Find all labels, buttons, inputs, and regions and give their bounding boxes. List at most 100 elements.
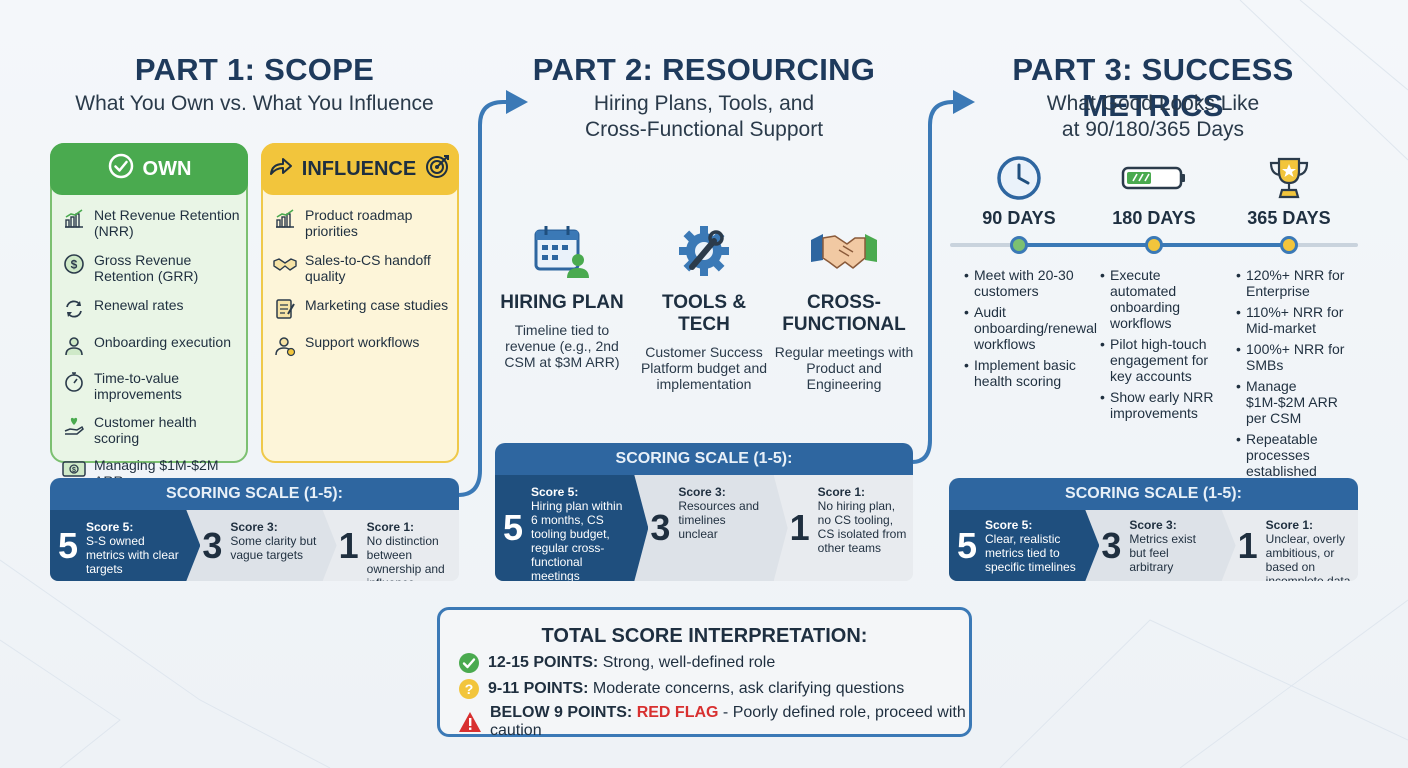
score-text: Resources and timelines unclear bbox=[678, 499, 760, 541]
svg-text:$: $ bbox=[71, 258, 78, 272]
score-number: 3 bbox=[1101, 524, 1122, 566]
resourcing-column-description: Customer Success Platform budget and imp… bbox=[640, 344, 768, 392]
handshake-icon bbox=[273, 252, 297, 276]
score-number: 3 bbox=[650, 507, 671, 548]
score-text: Metrics exist but feel arbitrary bbox=[1129, 532, 1197, 574]
total-title: TOTAL SCORE INTERPRETATION: bbox=[541, 625, 868, 647]
own-list: Net Revenue Retention (NRR)$Gross Revenu… bbox=[62, 207, 242, 489]
score-label: Score 1: bbox=[366, 520, 415, 534]
score-text: Hiring plan within 6 months, CS tooling … bbox=[531, 499, 623, 581]
part3-title: PART 3: SUCCESS METRICS bbox=[1012, 52, 1294, 123]
score-label: Score 1: bbox=[817, 485, 866, 499]
influence-heading: INFLUENCE bbox=[301, 157, 417, 180]
list-item: $ Gross Revenue Retention (GRR) bbox=[62, 252, 242, 284]
share-arrow-icon bbox=[268, 154, 294, 184]
score-description: Score 5:S-S owned metrics with clear tar… bbox=[86, 520, 180, 576]
list-item-label: Sales-to-CS handoff quality bbox=[305, 252, 431, 284]
score-description: Score 3:Resources and timelines unclear bbox=[678, 485, 767, 541]
score-description: Score 1:Unclear, overly ambitious, or ba… bbox=[1266, 518, 1352, 581]
list-item-label: Time-to-value improvements bbox=[94, 370, 182, 402]
part2-subtitle-line1: Hiring Plans, Tools, and bbox=[593, 92, 815, 115]
list-item-label: Gross Revenue Retention (GRR) bbox=[94, 252, 199, 284]
score-number: 5 bbox=[957, 524, 978, 566]
score-label: Score 3: bbox=[678, 485, 726, 499]
check-circle-icon bbox=[107, 152, 135, 186]
cash-icon: $ bbox=[62, 457, 86, 481]
score-description: Score 3:Metrics exist but feel arbitrary bbox=[1129, 518, 1215, 574]
bullet-item: Repeatable processes established bbox=[1236, 431, 1358, 479]
question-circle-icon: ? bbox=[458, 678, 480, 700]
battery-icon bbox=[1119, 155, 1189, 201]
red-flag-label: RED FLAG bbox=[636, 704, 719, 721]
warning-triangle-icon bbox=[458, 711, 482, 733]
clock-icon bbox=[984, 155, 1054, 201]
bullet-item: Meet with 20-30 customers bbox=[964, 267, 1094, 299]
part3-subtitle-line2: at 90/180/365 Days bbox=[1061, 118, 1245, 141]
dollar-coin-icon: $ bbox=[62, 252, 86, 276]
resourcing-column-description: Regular meetings with Product and Engine… bbox=[774, 344, 914, 392]
scoring-scale-title: SCORING SCALE (1-5): bbox=[949, 478, 1358, 510]
bullet-item: Audit onboarding/renewal workflows bbox=[964, 304, 1097, 352]
score-5-segment: 5 Score 5:Hiring plan within 6 months, CS… bbox=[495, 475, 648, 581]
total-score-row: ?9-11 POINTS: Moderate concerns, ask cla… bbox=[458, 678, 904, 700]
scoring-scale-title: SCORING SCALE (1-5): bbox=[495, 443, 913, 475]
list-item: Onboarding execution bbox=[62, 334, 242, 358]
list-item: Customer health scoring bbox=[62, 414, 242, 446]
milestone-dot bbox=[1145, 236, 1163, 254]
points-range: 9-11 POINTS: bbox=[488, 680, 589, 697]
calendar-person-icon bbox=[492, 220, 632, 282]
resourcing-column-title: CROSS- bbox=[807, 292, 881, 313]
points-range: 12-15 POINTS: bbox=[488, 654, 599, 671]
score-text: Some clarity but vague targets bbox=[230, 534, 317, 562]
resourcing-column-title: TOOLS & TECH bbox=[661, 292, 747, 335]
support-person-icon bbox=[273, 334, 297, 358]
own-card-header: OWN bbox=[50, 143, 248, 195]
scoring-scale-body: 5 Score 5:Hiring plan within 6 months, CS… bbox=[495, 475, 913, 581]
score-text: Clear, realistic metrics tied to specifi… bbox=[985, 532, 1076, 574]
total-score-box: TOTAL SCORE INTERPRETATION: 12-15 POINTS… bbox=[437, 607, 972, 740]
bullet-item: 100%+ NRR for SMBs bbox=[1236, 341, 1358, 373]
total-score-row: 12-15 POINTS: Strong, well-defined role bbox=[458, 652, 775, 674]
resourcing-column-description: Timeline tied to revenue (e.g., 2nd CSM … bbox=[504, 322, 620, 370]
list-item: Product roadmap priorities bbox=[273, 207, 451, 239]
svg-text:?: ? bbox=[465, 681, 474, 697]
bullet-item: 110%+ NRR for Mid-market bbox=[1236, 304, 1358, 336]
trophy-icon bbox=[1254, 155, 1324, 201]
total-score-text: 12-15 POINTS: Strong, well-defined role bbox=[488, 654, 775, 672]
score-number: 5 bbox=[503, 507, 524, 548]
milestone-dot bbox=[1280, 236, 1298, 254]
person-icon bbox=[62, 334, 86, 358]
bar-chart-icon bbox=[62, 207, 86, 231]
bullet-item: 120%+ NRR for Enterprise bbox=[1236, 267, 1358, 299]
score-description: Score 3:Some clarity but vague targets bbox=[230, 520, 316, 562]
points-description: Strong, well-defined role bbox=[598, 654, 776, 671]
list-item: Support workflows bbox=[273, 334, 451, 358]
scoring-scale-title: SCORING SCALE (1-5): bbox=[50, 478, 459, 510]
score-label: Score 3: bbox=[230, 520, 278, 534]
scoring-scale-part2: SCORING SCALE (1-5): 5 Score 5:Hiring plan… bbox=[495, 443, 913, 581]
bullet-item: Implement basic health scoring bbox=[964, 357, 1094, 389]
score-label: Score 5: bbox=[531, 485, 579, 499]
total-score-text: BELOW 9 POINTS: RED FLAG - Poorly define… bbox=[490, 704, 969, 740]
heart-hand-icon bbox=[62, 414, 86, 438]
bullet-item: Show early NRR improvements bbox=[1100, 389, 1225, 421]
part2-title: PART 2: RESOURCING bbox=[532, 52, 876, 87]
part3-subtitle-line1: What Good Looks Like bbox=[1046, 92, 1260, 115]
influence-card-header: INFLUENCE bbox=[261, 143, 459, 195]
part2-subtitle-line2: Cross-Functional Support bbox=[584, 118, 824, 141]
score-label: Score 1: bbox=[1265, 518, 1314, 532]
list-item: Time-to-value improvements bbox=[62, 370, 242, 402]
